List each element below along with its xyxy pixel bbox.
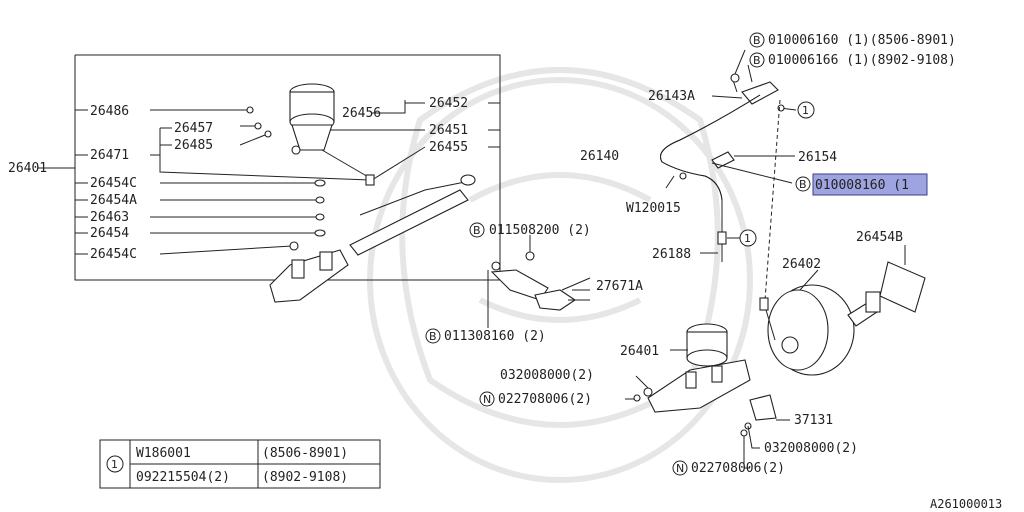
- highlighted-part-box: [812, 173, 928, 196]
- label-26140: 26140: [580, 149, 619, 164]
- ref-marker-1: 1: [802, 104, 809, 117]
- label-010006160: 010006160 (1)(8506-8901): [768, 33, 956, 48]
- label-26452: 26452: [429, 96, 468, 111]
- label-26401-right: 26401: [620, 344, 659, 359]
- bolt-marker-b: B: [429, 330, 437, 343]
- label-37131: 37131: [794, 413, 833, 428]
- label-26486: 26486: [90, 104, 129, 119]
- label-26485: 26485: [174, 138, 213, 153]
- bolt-marker-b: B: [753, 34, 761, 47]
- bolt-marker-b: B: [753, 54, 761, 67]
- label-010006166: 010006166 (1)(8902-9108): [768, 53, 956, 68]
- legend-part-1: W186001: [136, 446, 191, 461]
- bracket-27671A: [487, 235, 591, 328]
- label-26454C-bottom: 26454C: [90, 247, 137, 262]
- label-27671A: 27671A: [596, 279, 643, 294]
- master-cylinder-right: [625, 323, 790, 469]
- label-26463: 26463: [90, 210, 129, 225]
- label-26188: 26188: [652, 247, 691, 262]
- label-26454B: 26454B: [856, 230, 903, 245]
- legend-marker-1: 1: [111, 458, 118, 471]
- label-26457: 26457: [174, 121, 213, 136]
- legend-table: 1 W186001 (8506-8901) 092215504(2) (8902…: [99, 439, 381, 489]
- label-010008160: 010008160 (1: [815, 178, 909, 193]
- label-032008000-a: 032008000(2): [500, 368, 594, 383]
- bolt-marker-b: B: [473, 224, 481, 237]
- legend-range-1: (8506-8901): [262, 446, 348, 461]
- ref-marker-1: 1: [744, 232, 751, 245]
- label-011508200: 011508200 (2): [489, 223, 591, 238]
- diagram-code: A261000013: [930, 497, 1002, 511]
- watermark-emblem: [367, 67, 753, 483]
- label-26455: 26455: [429, 140, 468, 155]
- label-26454: 26454: [90, 226, 129, 241]
- label-26456: 26456: [342, 106, 381, 121]
- legend-range-2: (8902-9108): [262, 470, 348, 485]
- label-W120015: W120015: [626, 201, 681, 216]
- label-26154: 26154: [798, 150, 837, 165]
- bolt-marker-b: B: [799, 178, 807, 191]
- label-26454A: 26454A: [90, 193, 137, 208]
- label-26143A: 26143A: [648, 89, 695, 104]
- label-26454C-top: 26454C: [90, 176, 137, 191]
- master-cylinder-left: [246, 83, 476, 303]
- nut-marker-n: N: [483, 393, 491, 406]
- label-022708006-b: 022708006(2): [691, 461, 785, 476]
- label-26451: 26451: [429, 123, 468, 138]
- brake-booster: [765, 245, 926, 376]
- label-26402: 26402: [782, 257, 821, 272]
- nut-marker-n: N: [676, 462, 684, 475]
- label-26401-left: 26401: [8, 161, 47, 176]
- legend-part-2: 092215504(2): [136, 470, 230, 485]
- label-26471: 26471: [90, 148, 129, 163]
- label-022708006-a: 022708006(2): [498, 392, 592, 407]
- label-011308160: 011308160 (2): [444, 329, 546, 344]
- vacuum-hose-group: [660, 49, 797, 311]
- left-leaders: [38, 100, 500, 255]
- part-labels: 26486 26457 26485 26471 26401 26454C 264…: [8, 32, 1002, 511]
- label-032008000-b: 032008000(2): [764, 441, 858, 456]
